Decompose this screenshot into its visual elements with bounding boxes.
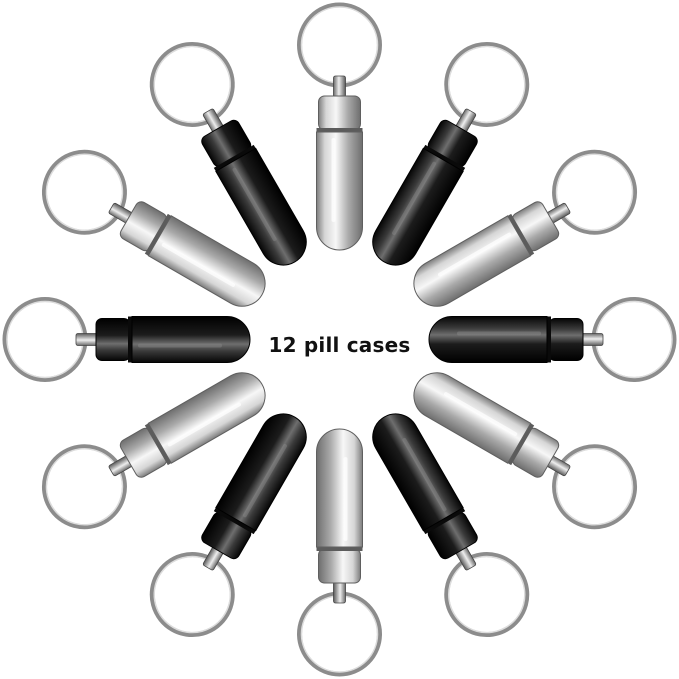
key-ring-highlight — [153, 555, 231, 634]
pill-case-12 — [149, 41, 307, 266]
case-highlight — [443, 392, 518, 437]
connector-pin — [333, 580, 346, 604]
key-ring-highlight — [555, 153, 634, 231]
case-seam — [213, 506, 257, 535]
case-highlight — [343, 457, 348, 541]
key-ring-highlight — [45, 153, 124, 231]
pill-case-9 — [41, 372, 266, 530]
case-body — [131, 316, 251, 363]
case-body — [215, 413, 307, 532]
case-seam — [144, 422, 173, 466]
case-body — [372, 413, 464, 532]
case-body — [372, 147, 464, 266]
case-highlight — [402, 437, 447, 512]
case-highlight — [437, 232, 512, 277]
key-ring-highlight — [45, 448, 124, 526]
case-body — [316, 428, 363, 548]
pill-case-5 — [413, 372, 638, 530]
case-body — [215, 147, 307, 266]
case-highlight — [457, 331, 541, 336]
case-cap — [318, 548, 361, 584]
pill-case-6 — [372, 413, 530, 638]
case-seam — [506, 213, 535, 257]
key-ring-highlight — [300, 6, 379, 84]
case-highlight — [392, 161, 437, 236]
case-body — [316, 131, 363, 251]
caption-text: 12 pill cases — [268, 333, 411, 357]
case-seam — [422, 144, 466, 173]
case-highlight — [167, 402, 242, 447]
key-ring-highlight — [153, 45, 231, 124]
case-body — [147, 215, 266, 307]
key-ring-highlight — [300, 595, 379, 673]
pill-case-7 — [297, 428, 382, 677]
key-ring-highlight — [448, 45, 526, 124]
case-body — [428, 316, 548, 363]
case-seam — [316, 546, 363, 551]
case-seam — [506, 422, 535, 466]
pill-case-8 — [149, 413, 307, 638]
case-highlight — [242, 443, 287, 518]
case-seam — [213, 144, 257, 173]
case-highlight — [138, 343, 222, 348]
case-highlight — [232, 167, 277, 242]
pill-case-4 — [428, 297, 677, 382]
connector-pin — [333, 75, 346, 99]
key-ring-highlight — [448, 555, 526, 634]
pill-case-10 — [2, 297, 251, 382]
case-highlight — [161, 242, 236, 287]
case-seam — [144, 213, 173, 257]
pill-case-2 — [372, 41, 530, 266]
case-highlight — [331, 138, 336, 222]
case-seam — [316, 128, 363, 133]
case-cap — [318, 95, 361, 131]
pill-case-3 — [413, 149, 638, 307]
case-seam — [422, 506, 466, 535]
pill-case-1 — [297, 2, 382, 251]
key-ring-highlight — [555, 448, 634, 526]
pill-case-11 — [41, 149, 266, 307]
case-body — [413, 372, 532, 464]
key-ring — [297, 591, 382, 677]
key-ring — [297, 2, 382, 88]
